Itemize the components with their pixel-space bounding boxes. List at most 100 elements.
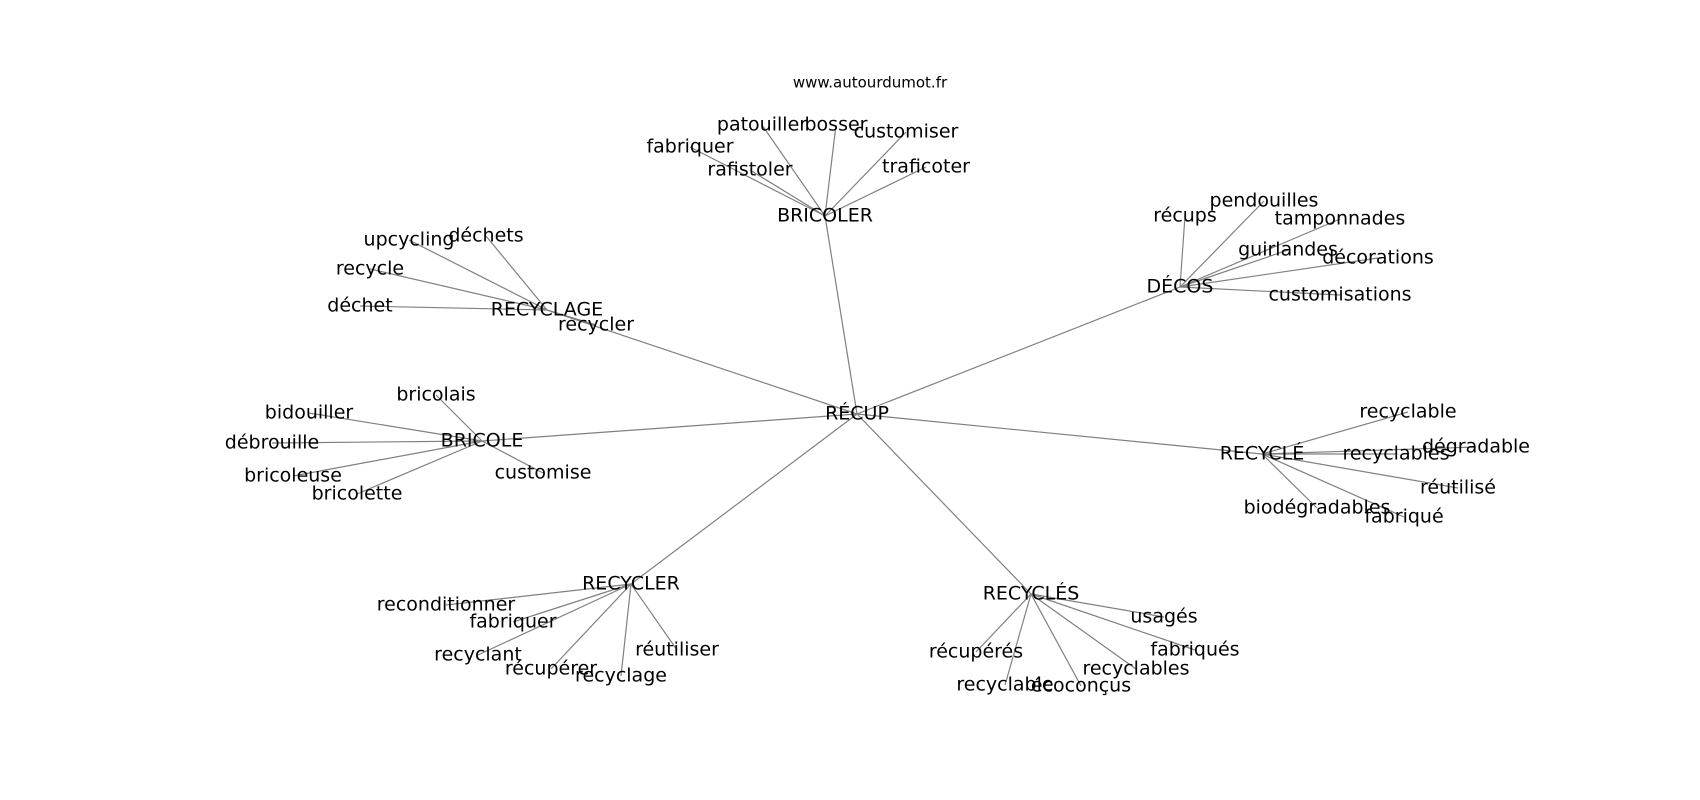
word-node: bricoleuse (244, 465, 342, 487)
word-node: rafistoler (707, 159, 792, 181)
word-node: fabriqué (1364, 506, 1443, 528)
edge-hub-word (308, 412, 483, 442)
word-node: usagés (1130, 606, 1197, 628)
edge-hub-word (435, 394, 483, 442)
word-node: recyclage (575, 665, 667, 687)
word-node: fabriqués (1150, 639, 1239, 661)
word-node: bosser (805, 114, 868, 136)
edge-hub-word (824, 131, 907, 217)
edge-hub-word (1030, 593, 1196, 651)
edge-hub-word (271, 440, 483, 444)
word-node: déchets (448, 225, 523, 247)
word-node: dégradable (1422, 436, 1530, 458)
word-node: pendouilles (1210, 190, 1319, 212)
edge-hub-word (292, 440, 483, 477)
edge-hub-word (620, 583, 632, 677)
edge-hub-word (1179, 257, 1379, 288)
edge-hub-word (1030, 593, 1165, 618)
edge-hub-word (369, 268, 548, 311)
word-node: patouiller (717, 114, 807, 136)
word-node: recyclables (1082, 658, 1189, 680)
word-node: recyclables (1342, 443, 1449, 465)
edge-hub-word (1261, 453, 1318, 509)
edge-hub-word (485, 235, 548, 311)
edge-hub-word (1179, 215, 1186, 288)
edge-hub-word (689, 146, 826, 217)
edge-hub-word (1179, 200, 1265, 288)
hub-node: BRICOLER (777, 205, 873, 227)
word-node: récups (1153, 205, 1217, 227)
edge-hub-word (356, 440, 483, 495)
word-node: déchet (327, 295, 392, 317)
hub-node: DÉCOS (1147, 275, 1214, 298)
edge-hub-word (1179, 286, 1341, 296)
edge-hub-word (546, 309, 597, 326)
word-node: recycler (558, 314, 634, 336)
edge-hub-word (1261, 446, 1477, 455)
edge-hub-word (477, 583, 632, 656)
edge-hub-word (359, 305, 548, 311)
edge-root-hub (546, 309, 858, 415)
word-node: écoconçus (1031, 675, 1131, 697)
word-node: bidouiller (265, 402, 354, 424)
edge-root-hub (856, 286, 1181, 415)
source-label: www.autourdumot.fr (793, 74, 948, 92)
edge-hub-word (445, 583, 632, 606)
word-node: récupérer (505, 658, 597, 680)
edge-root-hub (630, 413, 858, 585)
edge-root-hub (481, 413, 858, 442)
word-node: réutilisé (1420, 477, 1496, 499)
word-node: reconditionner (377, 594, 516, 616)
word-node: bricolais (396, 384, 475, 406)
word-node: recyclable (1359, 401, 1456, 423)
edge-root-hub (824, 215, 858, 415)
edge-hub-word (550, 583, 632, 670)
word-node: recyclable (956, 674, 1053, 696)
edge-hub-word (1261, 411, 1409, 455)
word-node: débrouille (225, 432, 319, 454)
word-node: guirlandes (1238, 239, 1338, 261)
edge-hub-word (630, 583, 678, 651)
hub-node: RECYCLÉ (1220, 442, 1305, 465)
edge-hub-word (1179, 218, 1341, 288)
edge-hub-word (512, 583, 632, 623)
word-node: récupérés (929, 641, 1023, 663)
edge-hub-word (761, 124, 826, 217)
word-node: fabriquer (469, 611, 556, 633)
edge-hub-word (1030, 593, 1137, 670)
edge-hub-word (1179, 249, 1289, 288)
edge-hub-word (824, 166, 927, 217)
word-node: biodégradables (1244, 497, 1391, 519)
word-node: customiser (854, 121, 959, 143)
word-node: bricolette (312, 483, 403, 505)
word-node: customise (495, 462, 592, 484)
word-node: upcycling (364, 229, 455, 251)
edge-hub-word (1261, 453, 1405, 518)
word-node: recyclant (434, 644, 522, 666)
word-node: décorations (1322, 247, 1434, 269)
hub-node: BRICOLE (441, 430, 524, 452)
edge-hub-word (1030, 593, 1082, 687)
word-node: customisations (1268, 284, 1411, 306)
word-node: recycle (336, 258, 404, 280)
edge-root-hub (856, 413, 1263, 455)
edge-hub-word (1004, 593, 1032, 686)
word-node: réutiliser (635, 639, 719, 661)
hub-node: RECYCLAGE (491, 299, 603, 321)
edge-hub-word (1261, 453, 1459, 489)
root-node: RÉCUP (825, 402, 889, 425)
word-node: tamponnades (1275, 208, 1406, 230)
edge-root-hub (856, 413, 1032, 595)
word-node: traficoter (882, 156, 970, 178)
hub-node: RECYCLER (582, 573, 680, 595)
word-node: fabriquer (646, 136, 733, 158)
edge-hub-word (824, 124, 837, 217)
edge-hub-word (408, 239, 548, 311)
edge-hub-word (749, 169, 826, 217)
hub-node: RECYCLÉS (983, 582, 1080, 605)
edge-hub-word (975, 593, 1032, 653)
graph-edges (271, 124, 1477, 687)
edge-hub-word (481, 440, 544, 474)
